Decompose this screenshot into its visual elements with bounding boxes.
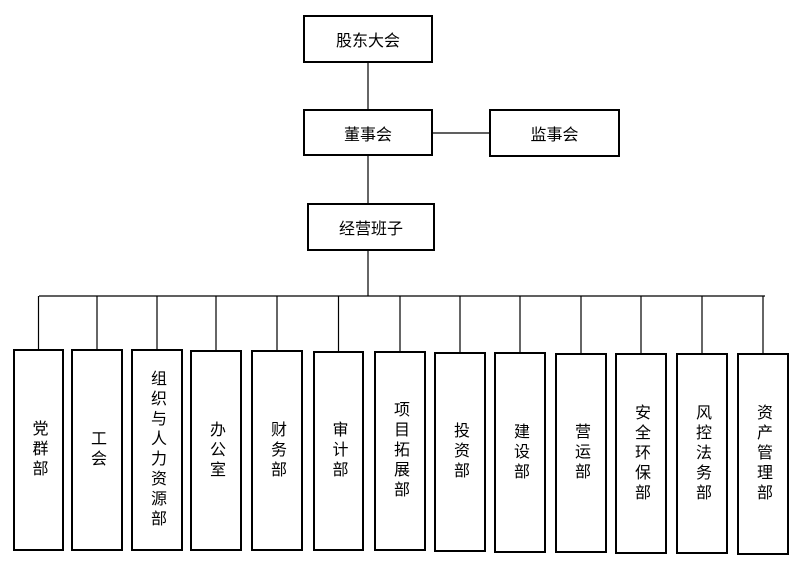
management-box: 经营班子: [307, 203, 435, 251]
department-label: 风控法务部: [693, 403, 712, 504]
department-box: 资产管理部: [737, 353, 789, 555]
department-box: 财务部: [251, 350, 303, 551]
department-box: 审计部: [313, 351, 364, 551]
department-label: 审计部: [329, 421, 349, 481]
board-box: 董事会: [303, 109, 433, 156]
department-box: 风控法务部: [676, 353, 728, 554]
department-label: 组织与人力资源部: [148, 370, 167, 530]
department-label: 营运部: [572, 423, 591, 483]
department-label: 工会: [88, 430, 107, 470]
department-box: 项目拓展部: [374, 351, 426, 551]
department-label: 建设部: [511, 422, 530, 483]
department-label: 安全环保部: [632, 403, 651, 504]
department-box: 建设部: [494, 352, 546, 553]
department-box: 营运部: [555, 353, 607, 553]
department-label: 办公室: [207, 420, 226, 481]
board-label: 董事会: [343, 124, 392, 144]
shareholders-label: 股东大会: [335, 31, 400, 50]
department-box: 党群部: [13, 349, 64, 551]
shareholders-box: 股东大会: [303, 15, 433, 63]
supervisory-box: 监事会: [489, 109, 620, 157]
department-box: 工会: [71, 349, 123, 551]
department-label: 项目拓展部: [391, 401, 410, 501]
department-box: 组织与人力资源部: [131, 349, 183, 551]
department-box: 投资部: [434, 352, 486, 552]
department-label: 资产管理部: [754, 404, 773, 504]
department-box: 安全环保部: [615, 353, 667, 554]
department-label: 投资部: [451, 422, 470, 482]
management-label: 经营班子: [338, 219, 403, 238]
supervisory-label: 监事会: [530, 125, 579, 144]
department-label: 党群部: [29, 420, 49, 480]
department-box: 办公室: [190, 350, 242, 551]
department-label: 财务部: [268, 420, 287, 481]
